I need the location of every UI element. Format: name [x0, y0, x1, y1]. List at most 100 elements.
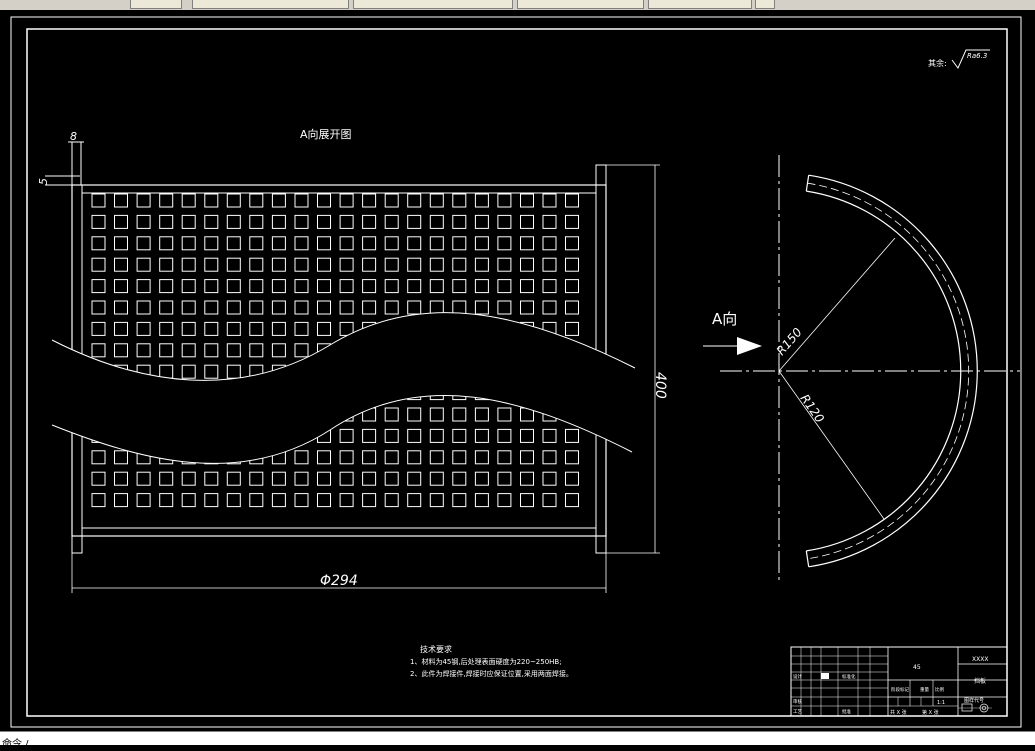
vent-hole [249, 471, 264, 486]
vent-hole [452, 193, 467, 208]
lineweight-dropdown[interactable] [648, 0, 752, 9]
arc-end-top [805, 175, 810, 192]
vent-hole [542, 257, 557, 272]
vent-hole [497, 428, 512, 443]
vent-hole [226, 214, 241, 229]
vent-hole [362, 214, 377, 229]
vent-hole [294, 279, 309, 294]
vent-hole [181, 364, 196, 379]
vent-hole [226, 257, 241, 272]
vent-hole [271, 236, 286, 251]
vent-hole [271, 343, 286, 358]
vent-hole [542, 428, 557, 443]
tb-sheet-total: 共 X 张 [890, 709, 907, 716]
vent-hole [497, 450, 512, 465]
vent-hole [474, 279, 489, 294]
vent-hole [249, 257, 264, 272]
vent-hole [91, 471, 106, 486]
vent-hole [91, 300, 106, 315]
vent-hole [452, 214, 467, 229]
vent-hole [204, 300, 219, 315]
vent-hole [294, 471, 309, 486]
vent-hole [407, 236, 422, 251]
vent-hole [159, 236, 174, 251]
vent-hole [249, 193, 264, 208]
vent-hole [497, 493, 512, 508]
vent-hole [204, 493, 219, 508]
vent-hole [91, 193, 106, 208]
vent-hole [181, 321, 196, 336]
vent-hole [407, 428, 422, 443]
vent-hole [429, 257, 444, 272]
vent-hole [136, 343, 151, 358]
vent-hole [384, 407, 399, 422]
vent-hole [204, 471, 219, 486]
mid-arc [807, 182, 969, 560]
vent-hole [271, 257, 286, 272]
drawing-canvas[interactable]: 其余: Ra6.3 A向展开图 8 5 400 A向 R150 R120 [0, 10, 1035, 731]
vent-hole [474, 257, 489, 272]
vent-hole [271, 471, 286, 486]
vent-hole [294, 321, 309, 336]
vent-hole [474, 193, 489, 208]
vent-hole [497, 257, 512, 272]
vent-hole [271, 214, 286, 229]
vent-hole [271, 193, 286, 208]
vent-hole [565, 257, 579, 272]
vent-hole [294, 450, 309, 465]
vent-hole [407, 493, 422, 508]
color-dropdown[interactable] [353, 0, 513, 9]
vent-hole [429, 279, 444, 294]
inner-arc [806, 190, 962, 552]
dim-8: 8 [70, 130, 77, 143]
outer-arc [808, 174, 978, 568]
break-band [52, 312, 635, 464]
dim-400: 400 [652, 372, 668, 399]
view-title: A向展开图 [300, 127, 352, 141]
vent-hole [407, 407, 422, 422]
vent-hole [317, 493, 331, 508]
vent-hole [474, 450, 489, 465]
vent-hole [362, 300, 377, 315]
vent-hole [159, 321, 174, 336]
vent-hole [136, 257, 151, 272]
tb-label-designer: 设计 [793, 673, 802, 680]
vent-hole [565, 193, 579, 208]
vent-hole [181, 257, 196, 272]
vent-hole [317, 236, 331, 251]
vent-hole [91, 257, 106, 272]
vent-hole [474, 407, 489, 422]
vent-hole [159, 193, 174, 208]
vent-hole [429, 236, 444, 251]
layer-dropdown[interactable] [192, 0, 349, 9]
vent-hole [226, 300, 241, 315]
vent-hole [249, 343, 264, 358]
vent-hole [452, 471, 467, 486]
vent-hole [429, 471, 444, 486]
vent-hole [114, 321, 128, 336]
vent-hole [339, 428, 354, 443]
vent-hole [249, 214, 264, 229]
vent-hole [159, 214, 174, 229]
vent-hole [452, 257, 467, 272]
vent-hole [294, 193, 309, 208]
vent-hole [91, 279, 106, 294]
cad-drawing[interactable]: 其余: Ra6.3 A向展开图 8 5 400 A向 R150 R120 [0, 10, 1035, 731]
vent-hole [407, 471, 422, 486]
vent-hole [362, 193, 377, 208]
notes-line-2: 2、此件为焊接件,焊接时应保证位置,采用两面焊接。 [410, 669, 573, 678]
vent-hole [429, 493, 444, 508]
vent-hole [294, 214, 309, 229]
toolbar-icons[interactable] [130, 0, 182, 9]
plotstyle-button[interactable] [755, 0, 775, 9]
tb-label-standard: 标准化 [842, 673, 856, 680]
command-line[interactable]: 命令 / [0, 731, 1035, 750]
vent-hole [114, 257, 128, 272]
tb-part-code: XXXX [972, 656, 988, 663]
vent-hole [565, 321, 579, 336]
linetype-dropdown[interactable] [517, 0, 644, 9]
vent-hole [136, 214, 151, 229]
vent-hole [520, 428, 534, 443]
vent-hole [542, 300, 557, 315]
vent-hole [114, 343, 128, 358]
